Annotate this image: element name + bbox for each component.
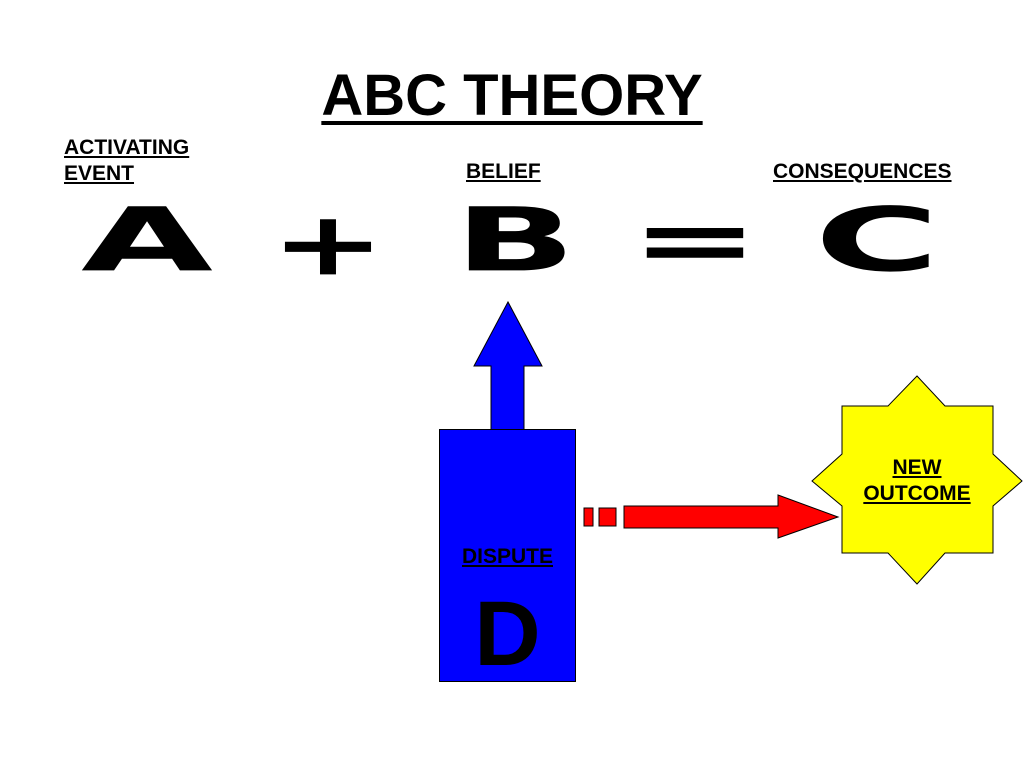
activating-event-label: ACTIVATING EVENT [64, 135, 189, 187]
equation-c: C [814, 188, 940, 292]
outcome-line-1: NEW [892, 456, 942, 479]
equation-b: B [454, 188, 576, 292]
belief-label: BELIEF [466, 160, 541, 183]
equation-plus: + [270, 192, 386, 296]
diagram-title-text: ABC THEORY [321, 63, 703, 128]
consequences-label: CONSEQUENCES [773, 160, 952, 183]
outcome-line-2: OUTCOME [863, 482, 971, 505]
equation-equals: = [630, 188, 760, 292]
up-arrow [473, 300, 543, 431]
red-arrow-dash-2 [598, 507, 617, 527]
dispute-box [439, 429, 576, 682]
activating-line-1: ACTIVATING [64, 136, 190, 159]
equation-a: A [81, 188, 213, 292]
red-arrow [623, 494, 840, 539]
dispute-letter: D [474, 583, 541, 685]
new-outcome-label: NEW OUTCOME [845, 455, 989, 507]
red-arrow-dash-1 [583, 507, 594, 527]
new-outcome-star [811, 375, 1023, 585]
dispute-label: DISPUTE [461, 545, 553, 568]
diagram-title: ABC THEORY [0, 62, 1024, 129]
activating-line-2: EVENT [64, 162, 135, 185]
